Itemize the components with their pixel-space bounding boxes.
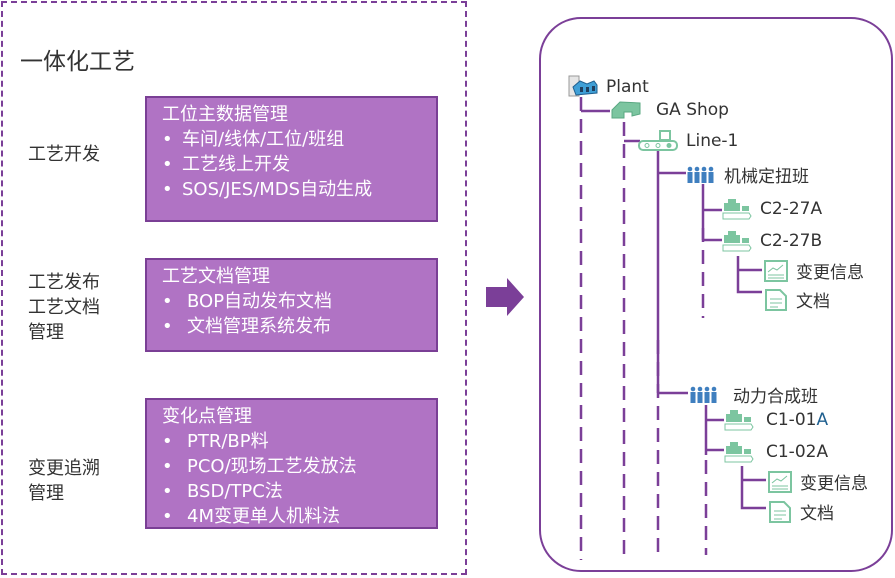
node-label: Plant <box>606 77 649 97</box>
station-icon <box>722 231 752 252</box>
node-label: GA Shop <box>656 100 729 120</box>
node-label: 变更信息 <box>800 474 868 494</box>
category-label-change-tracking: 变更追溯 管理 <box>28 456 100 506</box>
tree-node-document[interactable]: 文档 <box>768 499 834 524</box>
tree-node-ga-shop[interactable]: GA Shop <box>610 100 729 120</box>
tree-node-change-info[interactable]: 变更信息 <box>768 469 868 494</box>
station-icon <box>724 410 754 431</box>
integrated-process-panel <box>1 1 467 575</box>
branch-c102a-docs <box>740 466 766 510</box>
category-text: 变更追溯 <box>28 458 100 479</box>
factory-icon <box>568 75 598 97</box>
panel-title: 一体化工艺 <box>20 49 135 75</box>
document-icon <box>769 500 791 523</box>
box-item: •文档管理系统发布 <box>162 316 331 337</box>
category-text: 工艺开发 <box>28 144 100 165</box>
tree-node-plant[interactable]: Plant <box>568 75 649 99</box>
category-label-process-release: 工艺发布 工艺文档 管理 <box>28 270 100 345</box>
tree-node-team-2[interactable]: 动力合成班 <box>689 382 818 407</box>
box-item: •PCO/现场工艺发放法 <box>162 456 357 477</box>
category-text: 管理 <box>28 483 64 504</box>
node-label: 文档 <box>796 292 830 312</box>
node-label: 文档 <box>800 504 834 524</box>
branch-team2-stations <box>704 405 724 455</box>
station-icon <box>722 199 752 220</box>
team-people-icon <box>690 386 717 403</box>
tree-node-station-c2-27b[interactable]: C2-27B <box>722 230 822 252</box>
box-item: •BOP自动发布文档 <box>162 291 333 312</box>
node-label: 机械定扭班 <box>724 167 809 187</box>
node-label: 动力合成班 <box>733 387 818 407</box>
box-heading: 工艺文档管理 <box>162 266 270 287</box>
station-master-data-box: 工位主数据管理 •车间/线体/工位/班组 •工艺线上开发 •SOS/JES/MD… <box>145 96 438 222</box>
node-label: Line-1 <box>686 131 739 151</box>
branch-team1-stations <box>701 184 722 242</box>
box-heading: 变化点管理 <box>162 406 252 427</box>
tree-node-station-c2-27a[interactable]: C2-27A <box>722 198 822 220</box>
chart-doc-icon <box>764 259 788 282</box>
chart-doc-icon <box>768 470 792 493</box>
hierarchy-tree-panel <box>539 17 893 572</box>
box-item: •BSD/TPC法 <box>162 481 283 502</box>
team-people-icon <box>687 166 714 183</box>
box-item: •PTR/BP料 <box>162 431 269 452</box>
conveyor-line-icon <box>638 130 678 151</box>
tree-node-station-c1-02a[interactable]: C1-02A <box>724 441 828 463</box>
change-point-box: 变化点管理 •PTR/BP料 •PCO/现场工艺发放法 •BSD/TPC法 •4… <box>145 398 438 529</box>
category-text: 工艺发布 <box>28 272 100 293</box>
tree-node-line-1[interactable]: Line-1 <box>638 130 738 152</box>
right-arrow-icon <box>486 278 524 316</box>
node-label: 变更信息 <box>796 263 864 283</box>
box-item: •SOS/JES/MDS自动生成 <box>162 179 373 200</box>
box-item: •工艺线上开发 <box>162 154 290 175</box>
workshop-icon <box>611 101 641 119</box>
box-heading: 工位主数据管理 <box>162 104 288 125</box>
tree-node-team-1[interactable]: 机械定扭班 <box>686 162 809 187</box>
branch-c227b-docs <box>736 256 762 294</box>
node-label: C2-27A <box>760 199 823 219</box>
category-text: 管理 <box>28 322 64 343</box>
document-icon <box>765 288 787 311</box>
node-label: C2-27B <box>760 231 823 251</box>
tree-node-change-info[interactable]: 变更信息 <box>764 258 864 283</box>
branch-teams <box>656 150 688 395</box>
category-label-process-development: 工艺开发 <box>28 142 100 167</box>
process-document-box: 工艺文档管理 •BOP自动发布文档 •文档管理系统发布 <box>145 258 438 352</box>
node-label: C1-02A <box>766 442 829 462</box>
box-item: •车间/线体/工位/班组 <box>162 129 345 150</box>
category-text: 工艺文档 <box>28 297 100 318</box>
node-label: C1-01A <box>766 410 829 430</box>
station-icon <box>724 442 754 463</box>
tree-node-document[interactable]: 文档 <box>764 287 830 312</box>
tree-node-station-c1-01a[interactable]: C1-01A <box>724 409 828 431</box>
box-item: •4M变更单人机料法 <box>162 506 340 527</box>
